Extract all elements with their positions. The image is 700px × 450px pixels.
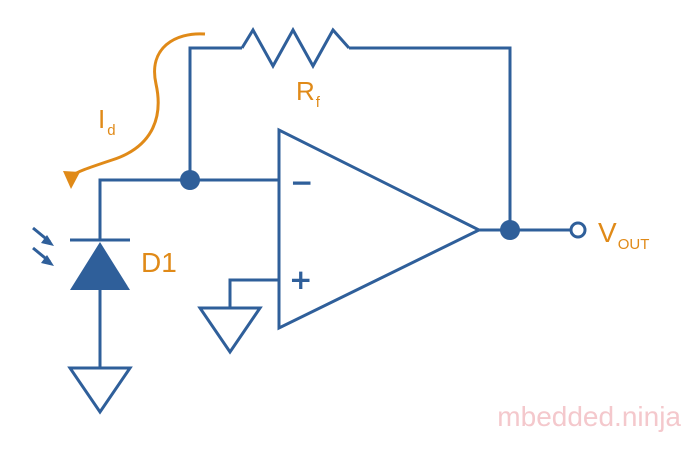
current-arrowhead-icon (63, 171, 80, 189)
inverting-sign: − (290, 166, 313, 199)
feedback-return-wire (349, 46, 512, 230)
opamp-ground-symbol (197, 306, 263, 355)
feedback-wire (188, 46, 242, 180)
diode-label: D1 (141, 247, 177, 278)
photodiode-d1-symbol (70, 242, 130, 290)
input-junction-dot (180, 170, 200, 190)
output-terminal (569, 221, 587, 239)
light-arrows-icon (32, 226, 54, 266)
resistor-label: Rf (296, 76, 321, 111)
output-junction-dot (500, 220, 520, 240)
feedback-resistor-rf (240, 26, 351, 70)
output-label: VOUT (598, 217, 649, 253)
non-inverting-input-wire (228, 278, 279, 308)
non-inverting-sign: + (289, 263, 312, 296)
inverting-input-wire (98, 178, 279, 240)
opamp-triangle (277, 127, 483, 331)
watermark-text: mbedded.ninja (497, 401, 681, 432)
current-arrow (70, 32, 206, 178)
diode-ground-symbol (67, 366, 133, 415)
